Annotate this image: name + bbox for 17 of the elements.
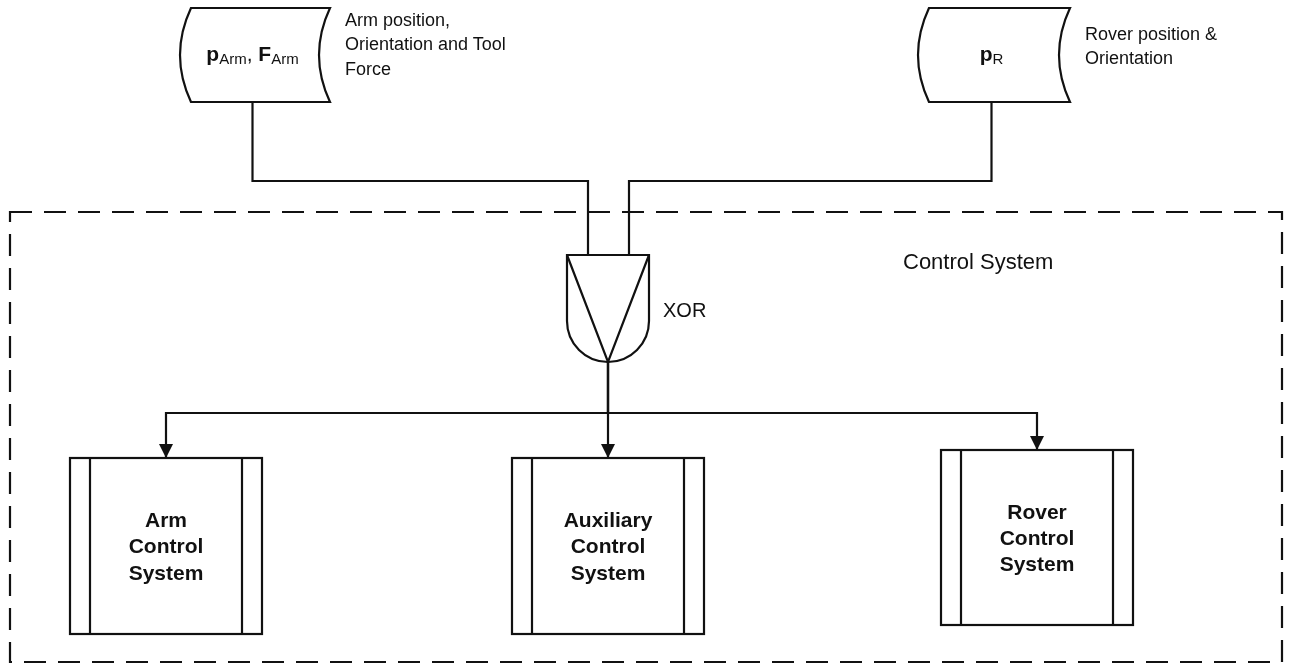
process-label: Arm Control System [127, 506, 205, 586]
process-label: Rover Control System [998, 498, 1076, 577]
process-label: Auxiliary Control System [562, 506, 654, 586]
xor-gate-symbol [567, 255, 649, 362]
data-symbol-label: p$_{R}$ [978, 41, 1005, 69]
data-description: Rover position & Orientation [1085, 23, 1219, 71]
connector-line [251, 102, 590, 255]
group-title: Control System [903, 248, 1054, 276]
gate-label: XOR [663, 298, 708, 323]
connector-line [627, 102, 993, 255]
predefined-process-box [512, 458, 704, 634]
arrow [606, 362, 1044, 450]
predefined-process-box [941, 450, 1133, 625]
predefined-process-box [70, 458, 262, 634]
data-description: Arm position, Orientation and Tool Force [345, 9, 507, 81]
data-symbol-label: p$_{Arm}$, F$_{Arm}$ [205, 41, 300, 69]
dashed-group-boundary [10, 212, 1282, 662]
